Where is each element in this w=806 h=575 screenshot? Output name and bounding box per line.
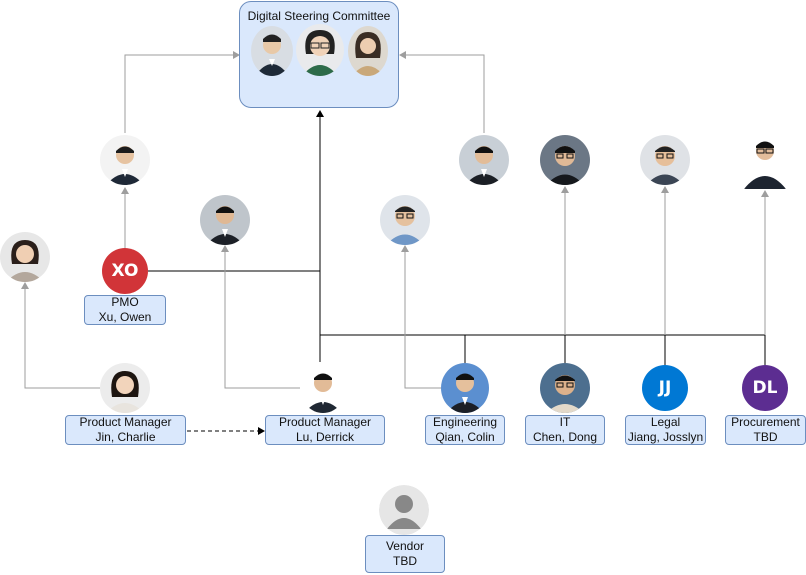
pm-jin-label[interactable]: Product Manager Jin, Charlie	[65, 415, 186, 445]
arrow-jin-to-photo	[21, 282, 100, 389]
eng-photo-icon	[441, 363, 489, 413]
arrow-eng-to-photo	[401, 245, 441, 389]
xo-initials-avatar[interactable]: XO	[102, 248, 148, 294]
vendor-label[interactable]: Vendor TBD	[365, 535, 445, 573]
arrow-sponsor-to-committee	[399, 51, 485, 133]
pmo-photo-icon	[100, 135, 150, 185]
jin-photo-icon	[100, 363, 150, 413]
committee-title: Digital Steering Committee	[247, 9, 391, 23]
it-name: Chen, Dong	[532, 430, 598, 444]
legal-role: Legal	[650, 415, 681, 429]
legal-name: Jiang, Josslyn	[627, 430, 704, 444]
vendor-name: TBD	[393, 554, 417, 568]
jin-upper-photo-icon	[0, 232, 50, 282]
pm-jin-name: Jin, Charlie	[95, 430, 156, 444]
it-label[interactable]: IT Chen, Dong	[525, 415, 605, 445]
pmo-role: PMO	[111, 295, 139, 309]
pm-jin-role: Product Manager	[79, 415, 172, 429]
it-photo-icon	[540, 135, 590, 185]
arrow-lu-to-photo	[221, 245, 300, 389]
lu-photo-icon	[300, 363, 346, 413]
engineering-label[interactable]: Engineering Qian, Colin	[425, 415, 505, 445]
pm-lu-role: Product Manager	[278, 415, 372, 429]
legal-photo-icon	[640, 135, 690, 185]
vendor-role: Vendor	[385, 539, 425, 553]
sponsor-photo-icon	[459, 135, 509, 185]
pm-lu-name: Lu, Derrick	[295, 430, 354, 444]
it-role: IT	[559, 415, 571, 429]
proc-name: TBD	[753, 430, 778, 444]
arrow-pmo-to-committee	[124, 51, 240, 133]
lu-upper-photo-icon	[200, 195, 250, 245]
vendor-placeholder-icon	[379, 485, 429, 535]
dl-initials-avatar[interactable]: DL	[742, 365, 788, 411]
procurement-photo-icon	[740, 129, 790, 189]
pmo-label[interactable]: PMO Xu, Owen	[84, 295, 166, 325]
committee-member-2-photo-icon	[296, 24, 344, 76]
jj-initials-avatar[interactable]: JJ	[642, 365, 688, 411]
procurement-label[interactable]: Procurement TBD	[725, 415, 806, 445]
it-lower-photo-icon	[540, 363, 590, 413]
committee-member-1-photo-icon	[251, 26, 293, 76]
pmo-name: Xu, Owen	[98, 310, 152, 324]
proc-role: Procurement	[731, 415, 800, 429]
pm-lu-label[interactable]: Product Manager Lu, Derrick	[265, 415, 385, 445]
eng-name: Qian, Colin	[435, 430, 495, 444]
legal-label[interactable]: Legal Jiang, Josslyn	[625, 415, 706, 445]
committee-member-3-photo-icon	[348, 26, 388, 76]
eng-role: Engineering	[432, 415, 498, 429]
eng-upper-photo-icon	[380, 195, 430, 245]
